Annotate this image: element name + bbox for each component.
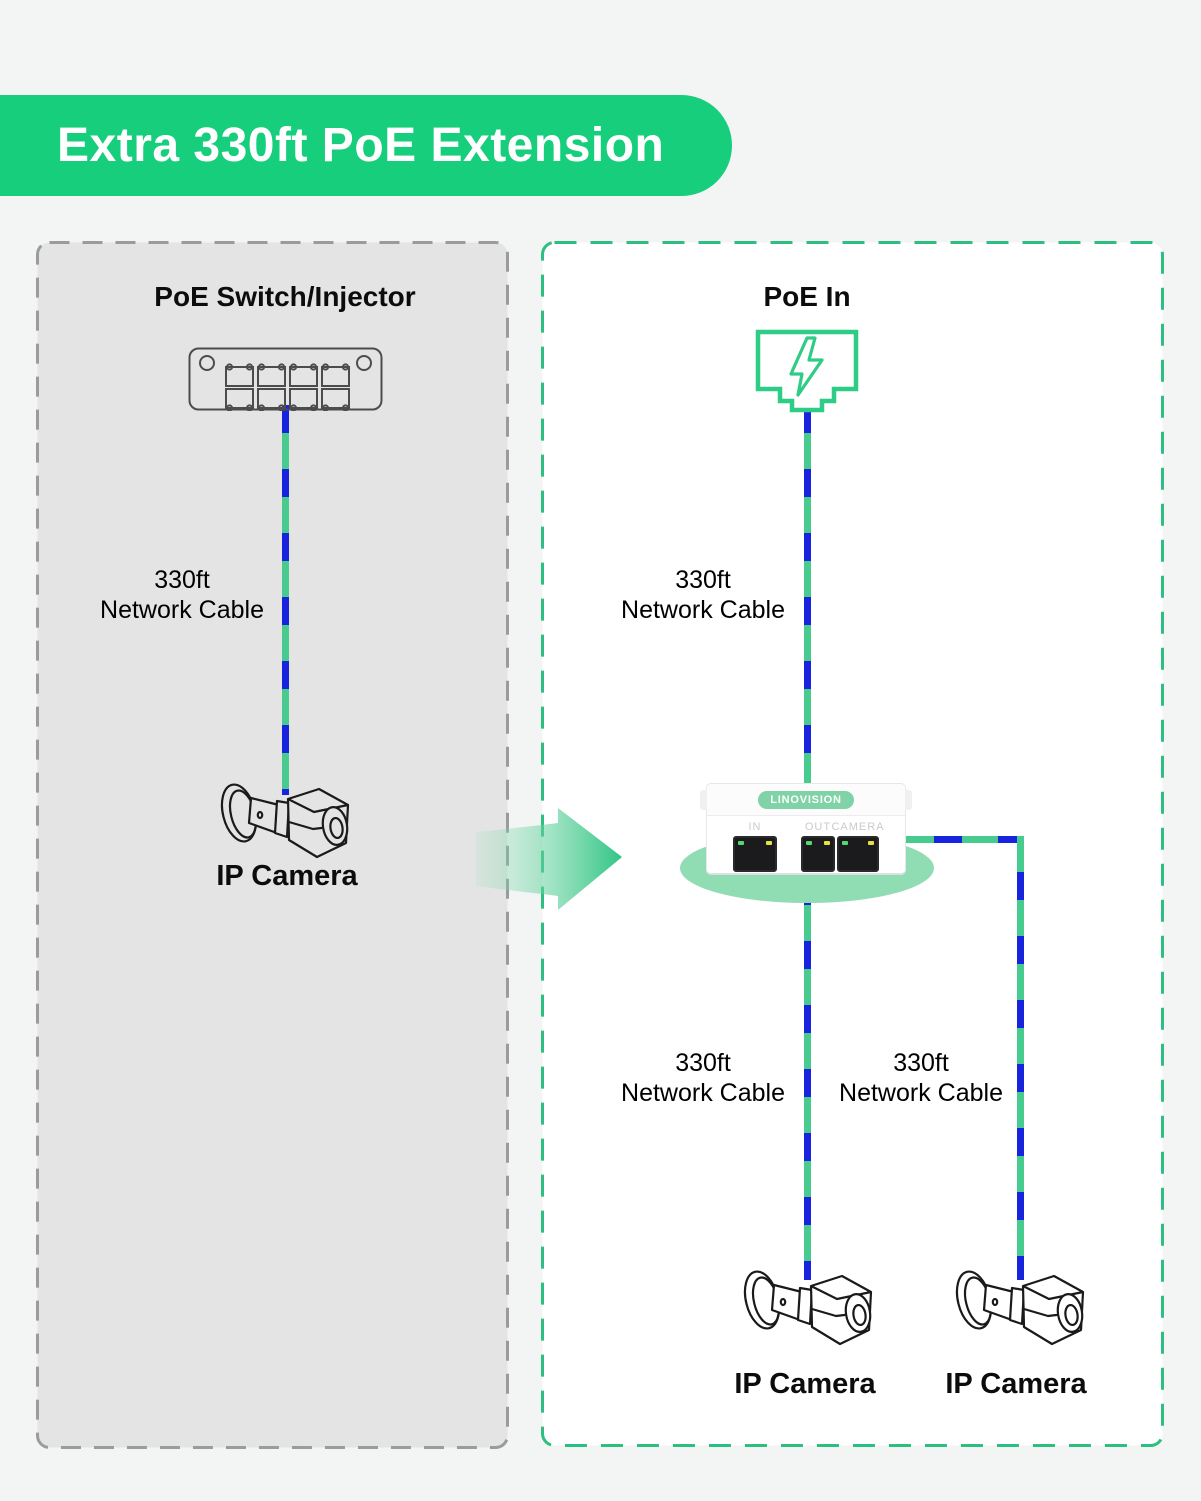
cable-length: 330ft bbox=[675, 1049, 731, 1077]
device-top-panel: LINOVISION bbox=[707, 784, 905, 816]
rj45-port-camera bbox=[837, 836, 879, 872]
port-label-in: IN bbox=[748, 821, 762, 833]
network-cable-camera-vertical bbox=[1017, 836, 1024, 1280]
cable-label-left: 330ft Network Cable bbox=[62, 565, 302, 625]
mount-ear-left bbox=[700, 790, 709, 810]
network-cable-camera-horizontal bbox=[898, 836, 1024, 843]
cable-type: Network Cable bbox=[839, 1079, 1003, 1107]
port-label-out: OUT bbox=[804, 821, 832, 833]
network-cable-left bbox=[282, 405, 289, 795]
arrow-right-icon bbox=[476, 808, 622, 910]
cable-label-camera: 330ft Network Cable bbox=[801, 1048, 1041, 1108]
led-green bbox=[842, 841, 848, 845]
poe-extender-device: LINOVISION IN OUT CAMERA bbox=[700, 783, 912, 875]
mount-ear-right bbox=[903, 790, 912, 810]
banner: Extra 330ft PoE Extension bbox=[0, 95, 732, 196]
poe-switch-icon bbox=[188, 347, 383, 411]
led-yellow bbox=[868, 841, 874, 845]
ip-camera-label-left: IP Camera bbox=[216, 860, 358, 892]
ip-camera-icon-left bbox=[215, 779, 351, 859]
ip-camera-icon-2 bbox=[950, 1266, 1086, 1346]
rj45-port-in bbox=[733, 836, 777, 872]
cable-type: Network Cable bbox=[621, 1079, 785, 1107]
cable-length: 330ft bbox=[893, 1049, 949, 1077]
before-panel bbox=[36, 241, 509, 1449]
network-cable-in bbox=[804, 405, 811, 788]
lightning-bolt-icon bbox=[789, 336, 824, 397]
cable-length: 330ft bbox=[154, 566, 210, 594]
brand-badge: LINOVISION bbox=[758, 790, 854, 809]
cable-length: 330ft bbox=[675, 566, 731, 594]
led-yellow bbox=[766, 841, 772, 845]
rj45-port-out bbox=[801, 836, 835, 872]
network-cable-out bbox=[804, 877, 811, 1280]
port-label-camera: CAMERA bbox=[831, 821, 885, 833]
led-green bbox=[738, 841, 744, 845]
led-green bbox=[806, 841, 812, 845]
cable-type: Network Cable bbox=[621, 596, 785, 624]
ip-camera-label-1: IP Camera bbox=[734, 1368, 876, 1400]
poe-in-title: PoE In bbox=[763, 281, 851, 312]
ip-camera-label-2: IP Camera bbox=[945, 1368, 1087, 1400]
cable-label-out: 330ft Network Cable bbox=[583, 1048, 823, 1108]
banner-title: Extra 330ft PoE Extension bbox=[57, 119, 665, 172]
cable-label-in: 330ft Network Cable bbox=[583, 565, 823, 625]
poe-switch-title: PoE Switch/Injector bbox=[154, 281, 416, 312]
poe-in-connector-icon bbox=[755, 329, 859, 413]
cable-type: Network Cable bbox=[100, 596, 264, 624]
ip-camera-icon-1 bbox=[738, 1266, 874, 1346]
led-yellow bbox=[824, 841, 830, 845]
